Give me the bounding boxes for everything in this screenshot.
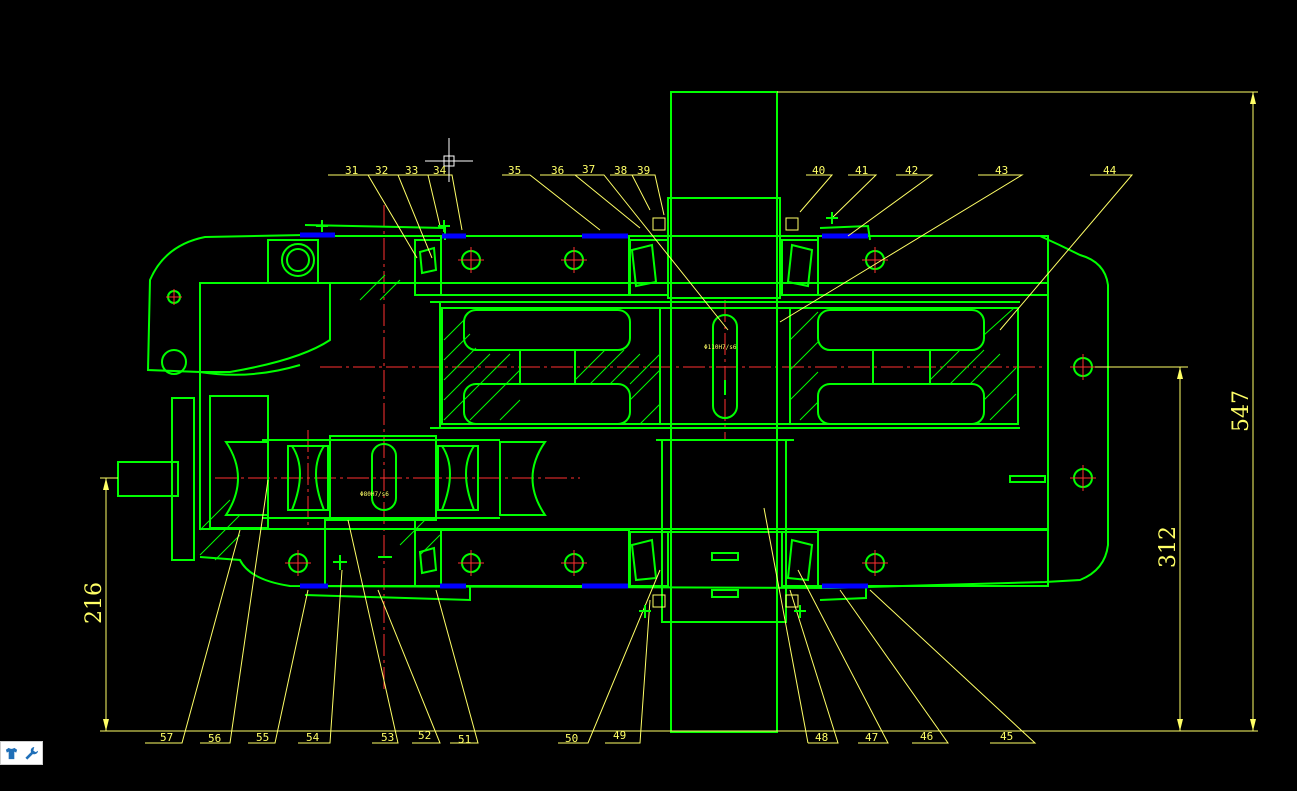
part-label-55: 55 [256,731,269,744]
output-gear [441,307,1019,425]
hole-crosshairs [166,247,1096,576]
part-label-57: 57 [160,731,173,744]
fit-note-input: Φ80H7/s6 [360,491,389,498]
part-label-49: 49 [613,729,626,742]
leader-lines [145,174,1134,744]
part-label-39: 39 [637,164,650,177]
part-label-50: 50 [565,732,578,745]
dimension-overall-height: 547 [1229,390,1254,432]
part-label-35: 35 [508,164,521,177]
part-label-48: 48 [815,731,828,744]
dimension-lines [100,91,1258,732]
hatching [199,274,1017,561]
mini-toolbar [0,741,43,765]
part-label-56: 56 [208,732,221,745]
part-label-34: 34 [433,164,447,177]
bearings [414,239,819,587]
part-label-51: 51 [458,733,471,746]
output-shaft [656,91,794,733]
dimension-input-center-height: 216 [82,582,107,624]
dimension-output-center-height: 312 [1156,526,1181,568]
shirt-icon[interactable] [3,745,20,762]
cursor-crosshair [425,138,473,182]
part-label-52: 52 [418,729,431,742]
fit-note-output: Φ110H7/s6 [704,344,737,351]
part-label-33: 33 [405,164,418,177]
part-label-32: 32 [375,164,388,177]
part-label-40: 40 [812,164,825,177]
part-label-46: 46 [920,730,933,743]
part-label-41: 41 [855,164,868,177]
part-label-47: 47 [865,731,878,744]
bolt-holes [161,243,1093,573]
part-label-45: 45 [1000,730,1013,743]
part-label-53: 53 [381,731,394,744]
part-label-38: 38 [614,164,627,177]
flange-bolts [316,212,838,618]
part-label-42: 42 [905,164,918,177]
part-label-37: 37 [582,163,595,176]
part-label-31: 31 [345,164,358,177]
bearing-hatch-markers [652,217,799,608]
input-shaft [117,395,547,587]
part-label-43: 43 [995,164,1008,177]
part-label-36: 36 [551,164,564,177]
dimension-arrows [103,92,1256,731]
seals [300,232,868,589]
housing-outline [146,224,1109,602]
part-label-54: 54 [306,731,320,744]
part-label-44: 44 [1103,164,1117,177]
wrench-icon[interactable] [23,745,40,762]
